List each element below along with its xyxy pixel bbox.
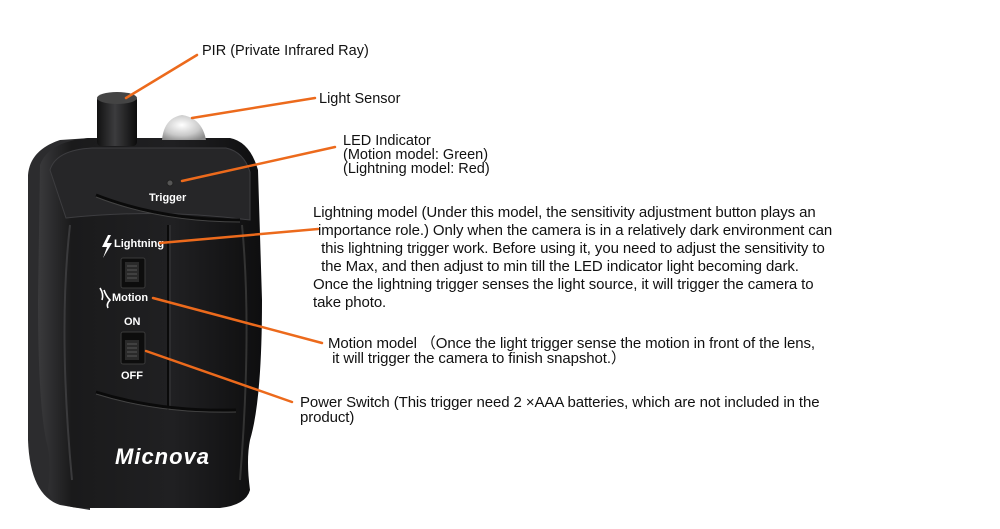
trigger-label: Trigger	[149, 192, 187, 204]
lightning-desc-line: importance role.) Only when the camera i…	[318, 222, 833, 239]
lightning-bolt-icon	[102, 235, 112, 258]
light-sensor-callout: Light Sensor	[319, 91, 401, 107]
off-label: OFF	[121, 370, 143, 382]
led-callout: LED Indicator (Motion model: Green) (Lig…	[343, 133, 490, 177]
lightning-desc-line: the Max, and then adjust to min till the…	[317, 258, 799, 275]
motion-model-callout: Motion model （Once the light trigger sen…	[328, 336, 815, 366]
lightning-model-callout: Lightning model (Under this model, the s…	[313, 204, 832, 312]
motion-figure-icon	[99, 287, 112, 309]
led-callout-motion: (Motion model: Green)	[343, 147, 489, 163]
device-illustration: Trigger Lightning Motion ON OFF Micnova	[0, 0, 300, 524]
brand-logo: Micnova	[115, 444, 211, 469]
led-callout-title: LED Indicator	[343, 133, 431, 149]
power-desc-line: Power Switch (This trigger need 2 ×AAA b…	[300, 394, 820, 411]
power-switch-callout: Power Switch (This trigger need 2 ×AAA b…	[300, 394, 820, 426]
on-label: ON	[124, 316, 141, 328]
pir-callout: PIR (Private Infrared Ray)	[202, 43, 369, 59]
motion-desc-line: it will trigger the camera to finish sna…	[328, 350, 626, 367]
led-callout-lightning: (Lightning model: Red)	[343, 161, 490, 177]
lightning-desc-line: Once the lightning trigger senses the li…	[313, 276, 814, 293]
power-desc-line: product)	[300, 409, 355, 426]
motion-label: Motion	[112, 292, 149, 304]
motion-desc-line: Motion model （Once the light trigger sen…	[328, 335, 815, 352]
lightning-desc-line: take photo.	[313, 294, 387, 311]
lightning-label: Lightning	[114, 238, 165, 250]
lightning-desc-line: this lightning trigger work. Before usin…	[317, 240, 825, 257]
lightning-desc-line: Lightning model (Under this model, the s…	[313, 204, 816, 221]
